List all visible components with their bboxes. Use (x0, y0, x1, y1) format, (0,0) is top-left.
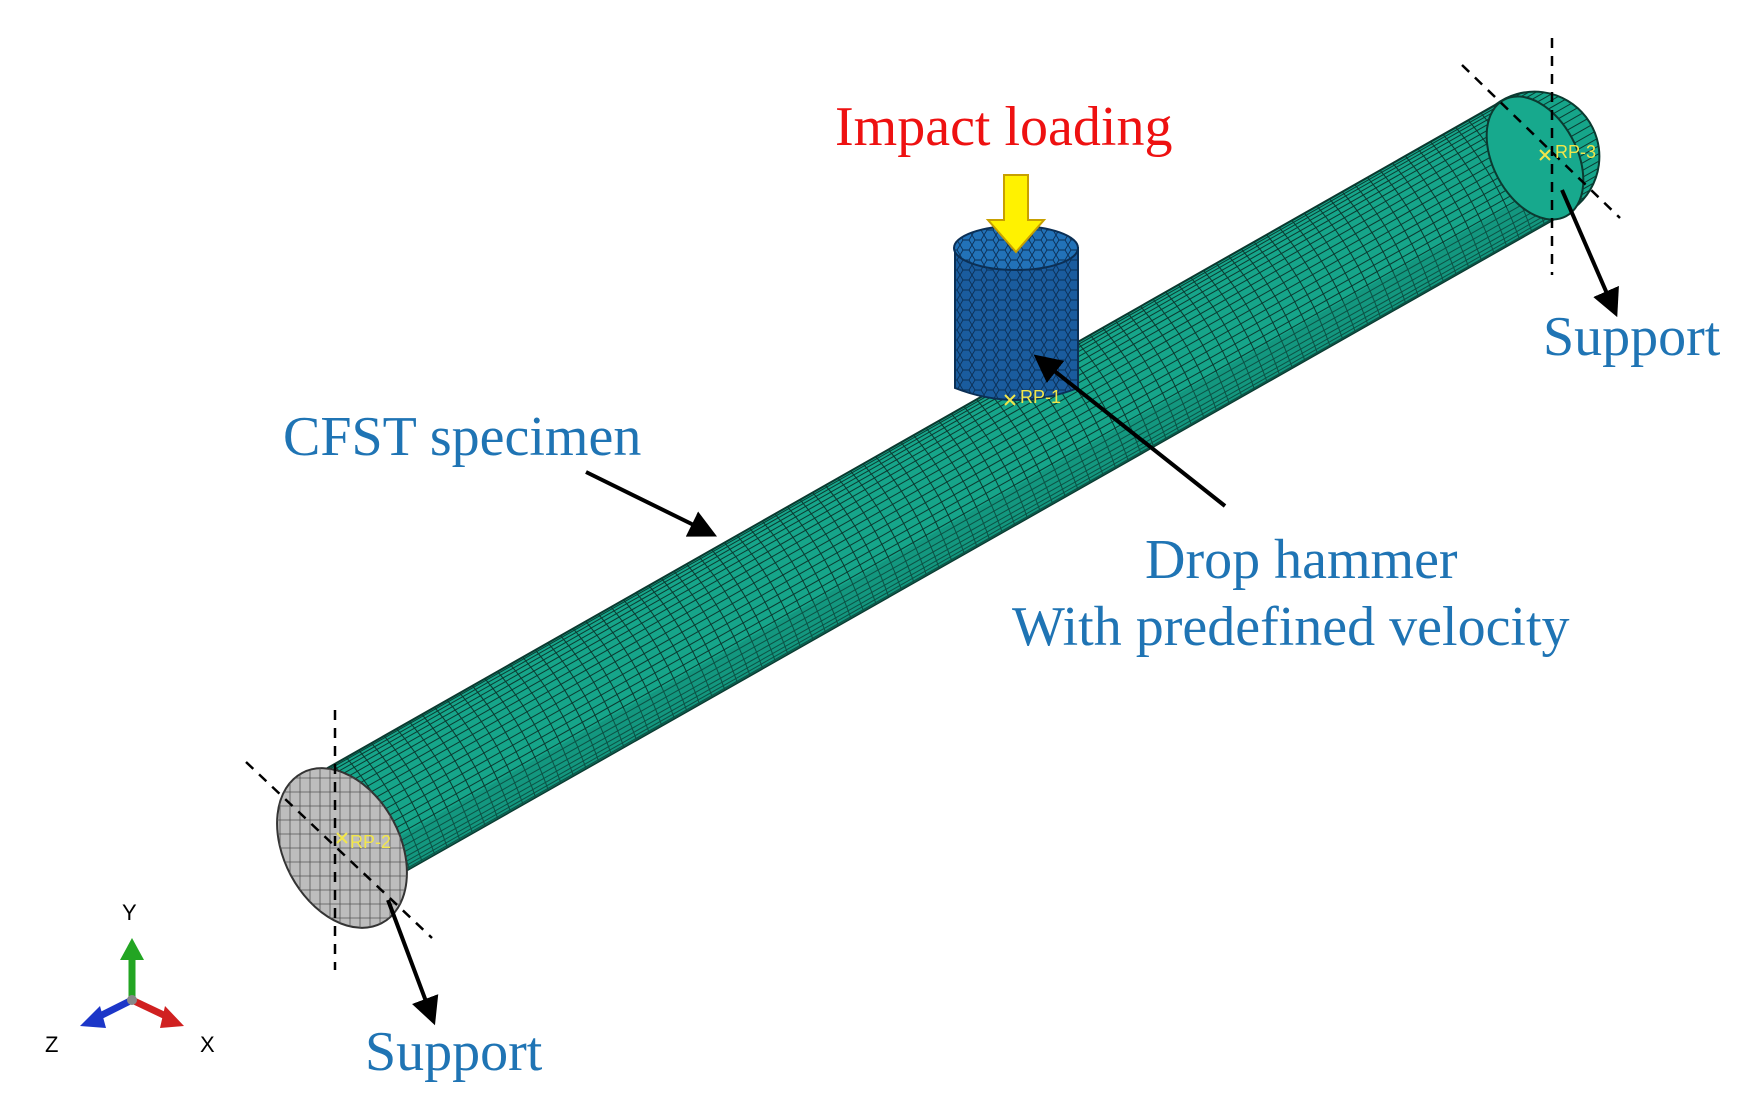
axis-x-label: X (200, 1032, 215, 1057)
cfst-specimen-beam (308, 90, 1601, 882)
specimen-arrow (585, 470, 718, 537)
rp2-label: RP-2 (350, 832, 391, 852)
beam-right-end (1485, 95, 1585, 221)
support-right-label: Support (1543, 306, 1721, 368)
drop-hammer (953, 225, 1079, 401)
support-left-arrow (386, 899, 439, 1026)
hammer-label-line1: Drop hammer (1145, 529, 1458, 591)
hammer-label-line2: With predefined velocity (1012, 596, 1570, 658)
support-left-diagonal (245, 761, 433, 939)
impact-arrow (985, 174, 1047, 254)
axis-y-label: Y (122, 900, 137, 925)
hammer-arrow (1033, 354, 1227, 508)
rp-markers (336, 149, 1551, 844)
support-lines (245, 38, 1621, 970)
impact-loading-label: Impact loading (835, 96, 1172, 158)
rp1-label: RP-1 (1020, 387, 1061, 407)
leader-arrows (386, 189, 1619, 1026)
coordinate-triad (80, 938, 184, 1028)
specimen-label: CFST specimen (283, 406, 641, 468)
support-left-label: Support (365, 1021, 543, 1083)
beam-mesh (310, 91, 1600, 880)
rp3-label: RP-3 (1555, 142, 1596, 162)
axis-z-label: Z (45, 1032, 58, 1057)
support-right-diagonal (1461, 64, 1621, 219)
support-right-arrow (1560, 189, 1619, 318)
